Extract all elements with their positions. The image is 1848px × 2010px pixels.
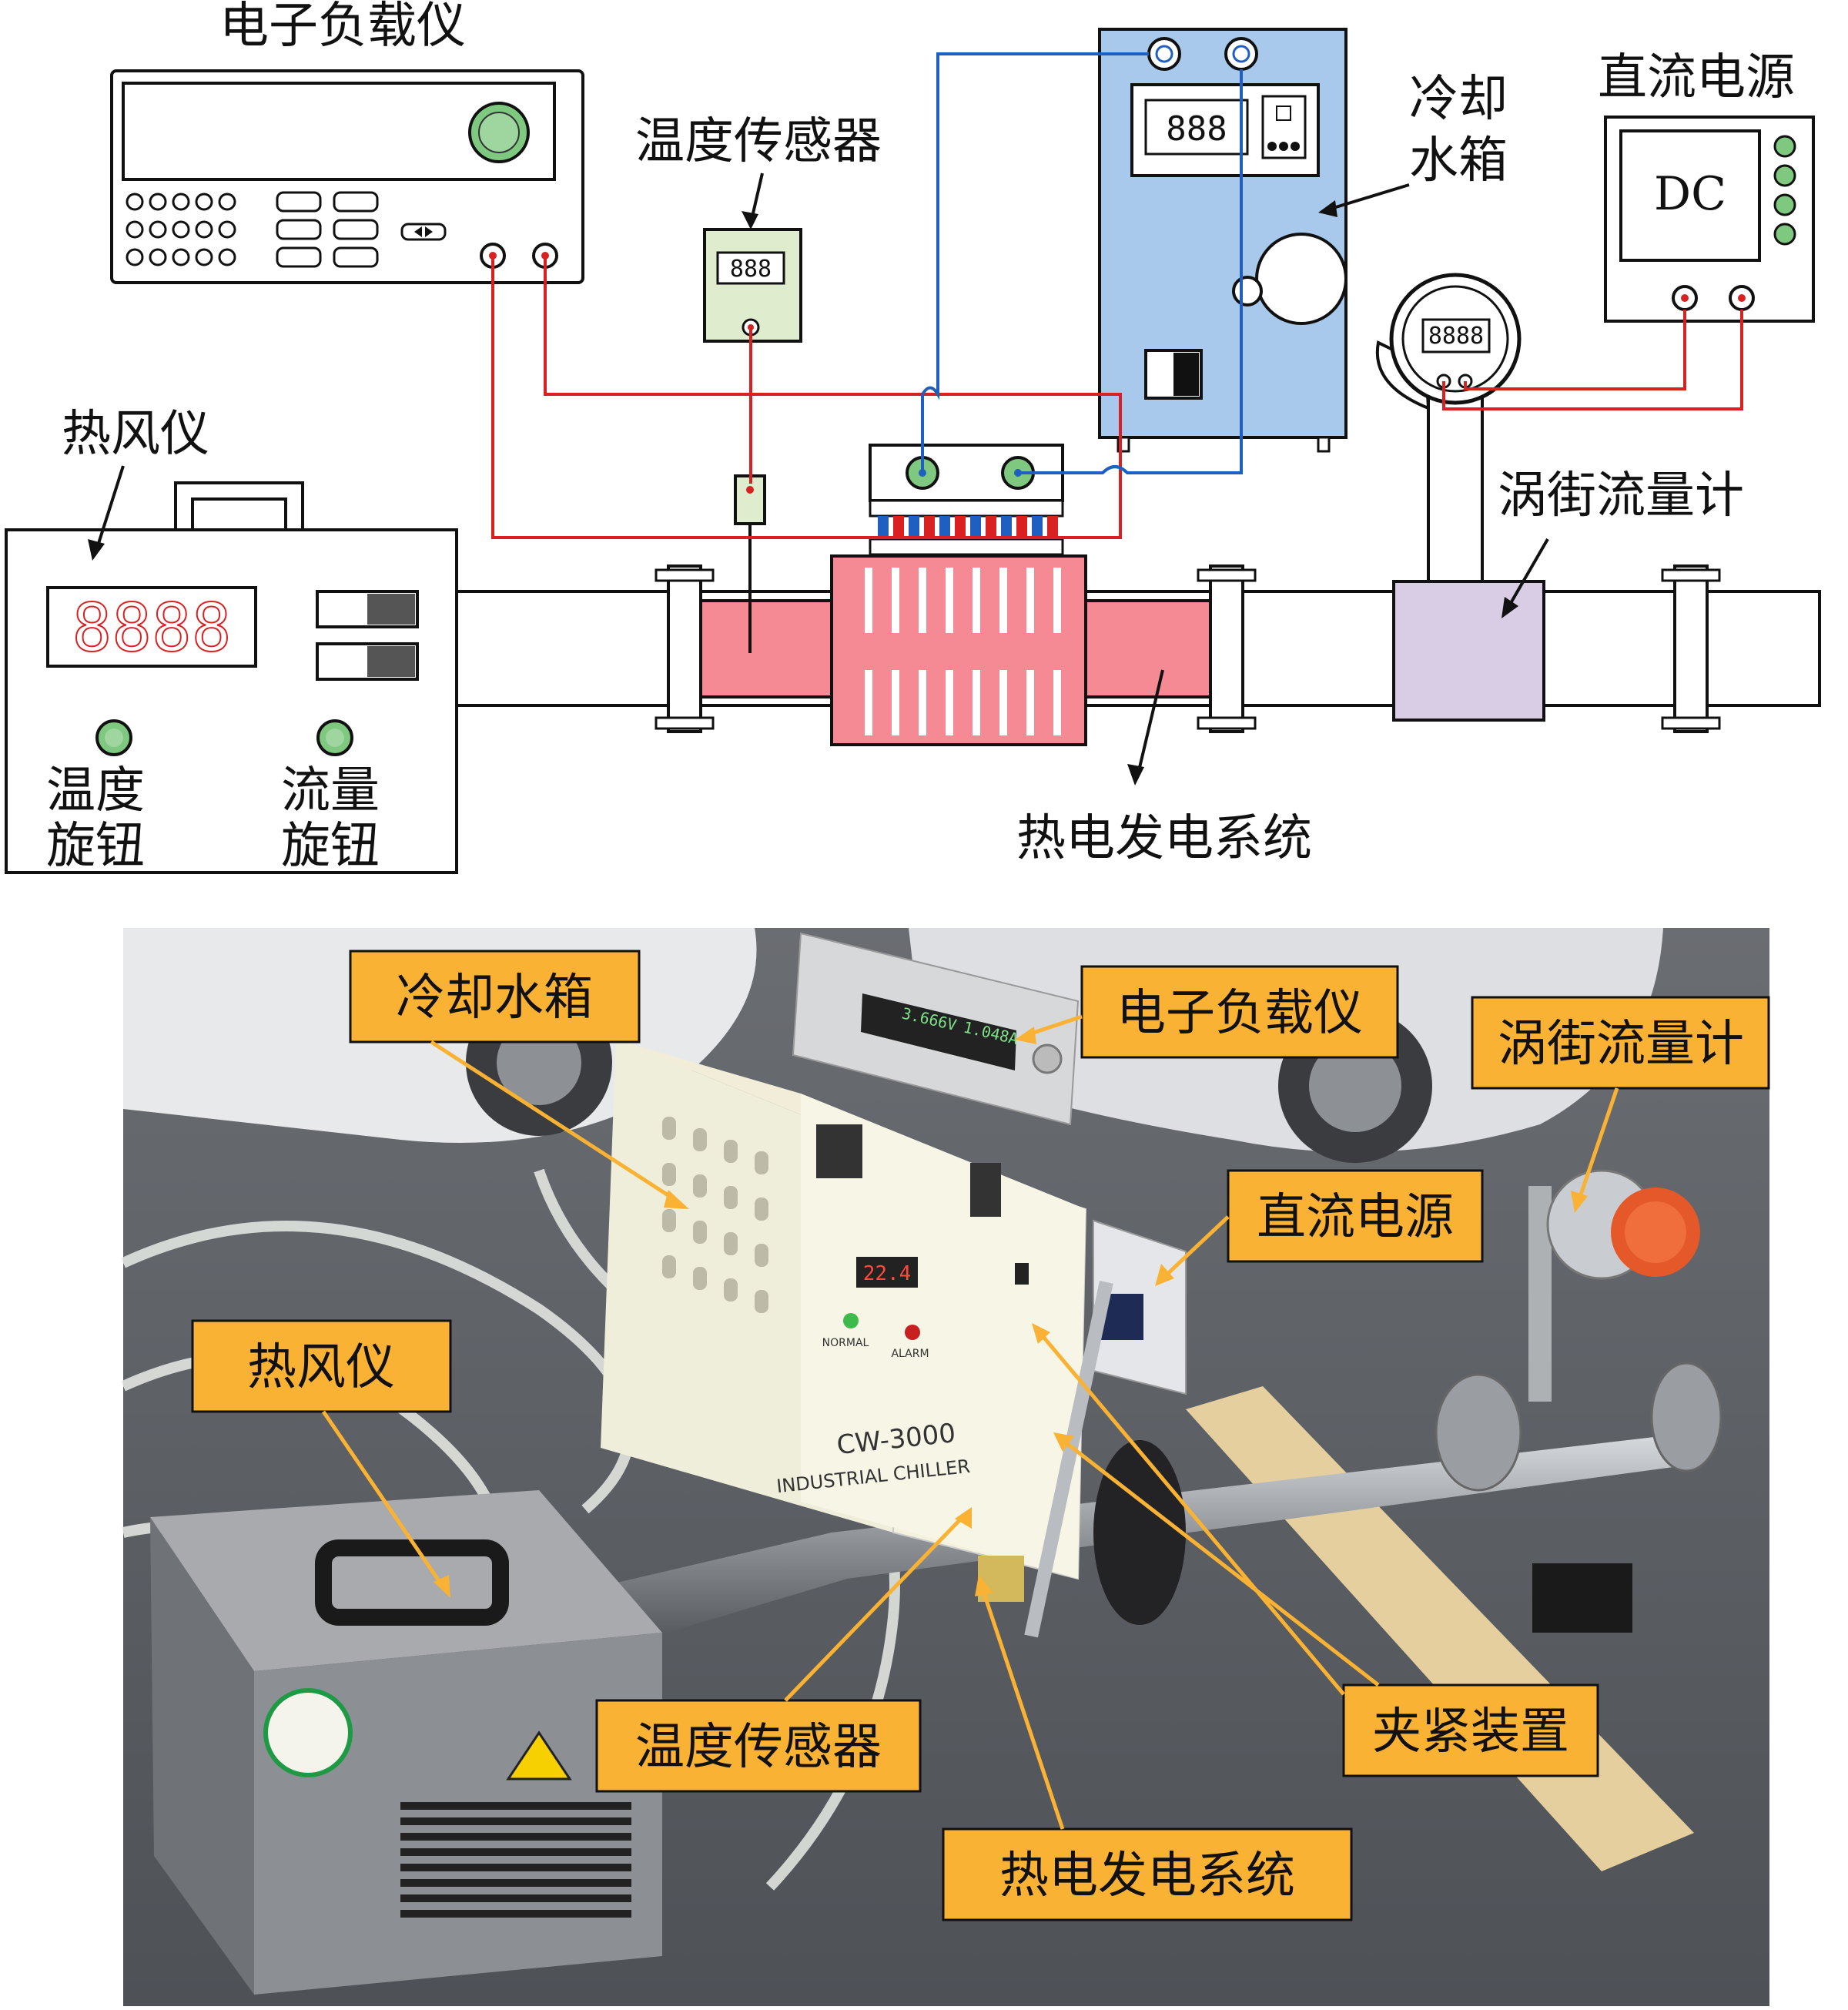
- callout-electronic-load: 电子负载仪: [1116, 985, 1363, 1042]
- hot-air-readout: 8888: [72, 590, 231, 667]
- steel-flange-1: [1435, 1373, 1522, 1492]
- electronic-load-instrument: [110, 69, 584, 284]
- steel-pipe: [601, 1432, 1702, 1648]
- label-temp-knob-2: 旋钮: [46, 818, 145, 875]
- label-hot-air: 热风仪: [62, 406, 209, 463]
- temperature-sensor-display: [703, 228, 802, 343]
- hot-air-machine-photo: [150, 1490, 662, 1995]
- black-flange: [1093, 1440, 1186, 1625]
- teg-system: [699, 444, 1212, 746]
- label-flow-knob-1: 流量: [281, 762, 380, 819]
- callout-boxes: [191, 950, 1770, 1921]
- label-teg-system: 热电发电系统: [1016, 810, 1312, 867]
- dc-power-supply: [1604, 116, 1815, 323]
- dc-label: DC: [1654, 167, 1726, 221]
- label-temp-sensor: 温度传感器: [635, 113, 882, 170]
- chiller-alarm-label: ALARM: [891, 1348, 929, 1360]
- cooling-chiller: [601, 1040, 1087, 1580]
- callout-hot-air: 热风仪: [247, 1339, 395, 1396]
- controller-box: [1532, 1563, 1632, 1633]
- hot-air-machine: [5, 481, 458, 874]
- chiller-normal-label: NORMAL: [822, 1337, 869, 1349]
- callout-arrowheads: [434, 1027, 1588, 1598]
- electronic-load-photo: [792, 932, 1080, 1217]
- callout-arrows: [321, 1014, 1619, 1830]
- label-vortex-meter: 涡街流量计: [1498, 467, 1744, 524]
- chiller-display: 22.4: [863, 1262, 912, 1285]
- label-electronic-load: 电子负载仪: [219, 0, 466, 55]
- meter-readout: 8888: [1428, 323, 1484, 350]
- label-flow-knob-2: 旋钮: [281, 818, 380, 875]
- callout-dc-power: 直流电源: [1257, 1189, 1454, 1246]
- callout-teg-system: 热电发电系统: [999, 1848, 1295, 1904]
- label-dc-power: 直流电源: [1598, 49, 1795, 106]
- clamp-bracket: [1024, 1280, 1113, 1638]
- callout-cooling-tank: 冷却水箱: [396, 970, 593, 1027]
- callout-temp-sensor: 温度传感器: [635, 1719, 882, 1776]
- cooling-water-tank: [1098, 28, 1348, 453]
- label-cooling-1: 冷却: [1409, 71, 1508, 128]
- tank-readout: 888: [1166, 109, 1227, 149]
- sensor-readout: 888: [730, 256, 772, 283]
- system-schematic: 电子负载仪 888 温度传感器 888 冷却 水箱: [5, 0, 1821, 875]
- vortex-flow-meter: [1375, 273, 1545, 722]
- callout-clamp: 夹紧装置: [1372, 1703, 1569, 1760]
- steel-flange-2: [1650, 1362, 1722, 1472]
- callout-vortex-meter: 涡街流量计: [1498, 1016, 1744, 1073]
- label-cooling-2: 水箱: [1409, 132, 1508, 189]
- wires: [491, 52, 1743, 539]
- label-temp-knob-1: 温度: [46, 762, 145, 819]
